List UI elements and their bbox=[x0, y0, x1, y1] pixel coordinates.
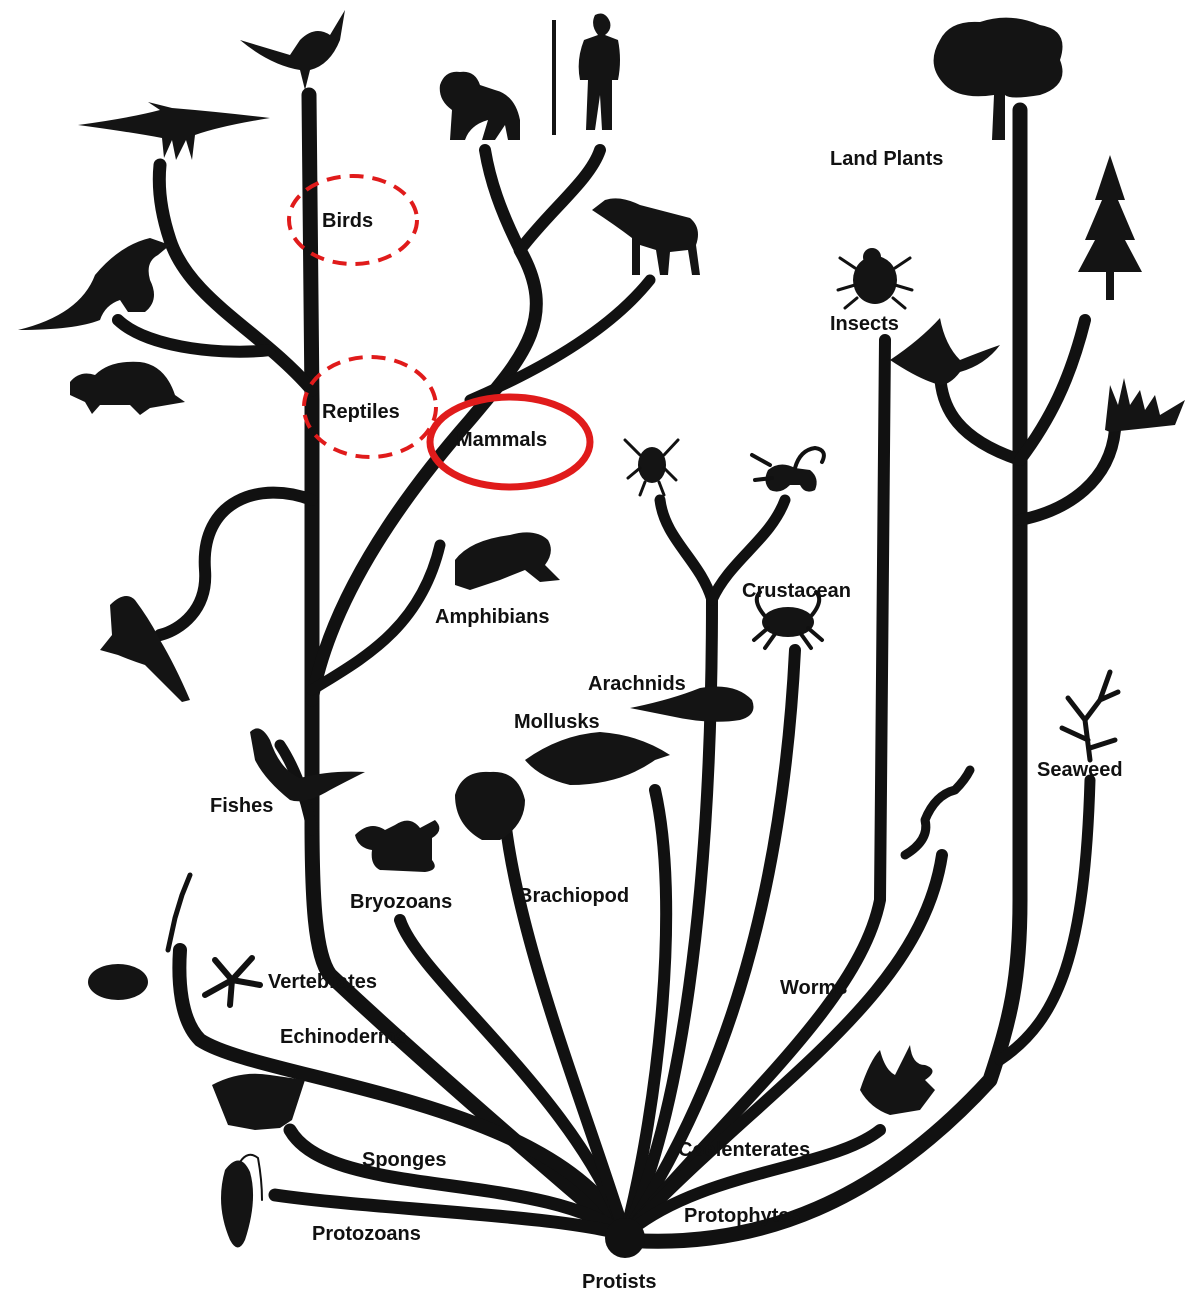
label-echinoderms: Echinoderms bbox=[280, 1026, 407, 1048]
pine-tree-icon bbox=[1078, 155, 1142, 300]
fern-branch bbox=[940, 370, 1020, 460]
label-fishes: Fishes bbox=[210, 795, 273, 817]
feather-star-icon bbox=[168, 875, 190, 950]
human-icon bbox=[552, 14, 620, 135]
label-protophytes: Protophytes bbox=[684, 1205, 801, 1227]
label-protists: Protists bbox=[582, 1271, 656, 1293]
shell-icon bbox=[525, 732, 670, 785]
label-mammals: Mammals bbox=[456, 429, 547, 451]
turtle-icon bbox=[70, 362, 185, 415]
zebra-branch bbox=[470, 280, 650, 400]
bryozoan-icon bbox=[355, 820, 439, 872]
label-seaweed: Seaweed bbox=[1037, 759, 1123, 781]
protozoan-icon bbox=[221, 1155, 262, 1248]
pine-branch bbox=[1020, 320, 1085, 460]
label-land-plants: Land Plants bbox=[830, 148, 943, 170]
label-arachnids: Arachnids bbox=[588, 673, 686, 695]
zebra-icon bbox=[592, 198, 700, 275]
mammal-branch bbox=[312, 250, 536, 700]
primate-fork-right bbox=[520, 150, 600, 250]
fern-icon bbox=[890, 318, 1000, 385]
seaweed-icon bbox=[1062, 672, 1118, 760]
label-sponges: Sponges bbox=[362, 1149, 446, 1171]
sea-urchin-icon bbox=[88, 964, 148, 1000]
dinosaur-icon bbox=[18, 238, 170, 330]
label-bryozoans: Bryozoans bbox=[350, 891, 452, 913]
label-insects: Insects bbox=[830, 313, 899, 335]
label-mollusks: Mollusks bbox=[514, 711, 600, 733]
worm-icon bbox=[905, 770, 970, 855]
gorilla-icon bbox=[440, 72, 520, 140]
scorpion-icon bbox=[752, 448, 824, 492]
label-vertebrates: Vertebrates bbox=[268, 971, 377, 993]
label-brachiopod: Brachiopod bbox=[518, 885, 629, 907]
tick-icon bbox=[625, 440, 678, 495]
label-birds: Birds bbox=[322, 210, 373, 232]
arachnid-fork-left bbox=[660, 500, 712, 600]
frog-icon bbox=[455, 532, 560, 590]
ichthyosaur-branch bbox=[160, 493, 312, 635]
primate-fork-left bbox=[485, 150, 520, 250]
sponge-icon bbox=[212, 1074, 305, 1130]
horsetail-icon bbox=[1105, 378, 1185, 432]
label-coelenterates: Coelenterates bbox=[678, 1139, 810, 1161]
beetle-icon bbox=[838, 248, 912, 308]
label-crustacean: Crustacean bbox=[742, 580, 851, 602]
coral-icon bbox=[860, 1045, 935, 1115]
pterosaur-icon bbox=[78, 102, 270, 160]
oak-tree-icon bbox=[934, 18, 1063, 140]
bird-icon bbox=[240, 10, 345, 90]
label-worms: Worms bbox=[780, 977, 847, 999]
label-reptiles: Reptiles bbox=[322, 401, 400, 423]
tree-branches bbox=[118, 95, 1115, 1241]
label-protozoans: Protozoans bbox=[312, 1223, 421, 1245]
label-amphibians: Amphibians bbox=[435, 606, 549, 628]
sea-star-icon bbox=[205, 958, 260, 1005]
ichthyosaur-icon bbox=[100, 596, 190, 702]
scallop-icon bbox=[455, 772, 525, 840]
protists-origin-node bbox=[605, 1218, 645, 1258]
silhouettes bbox=[18, 10, 1185, 1248]
